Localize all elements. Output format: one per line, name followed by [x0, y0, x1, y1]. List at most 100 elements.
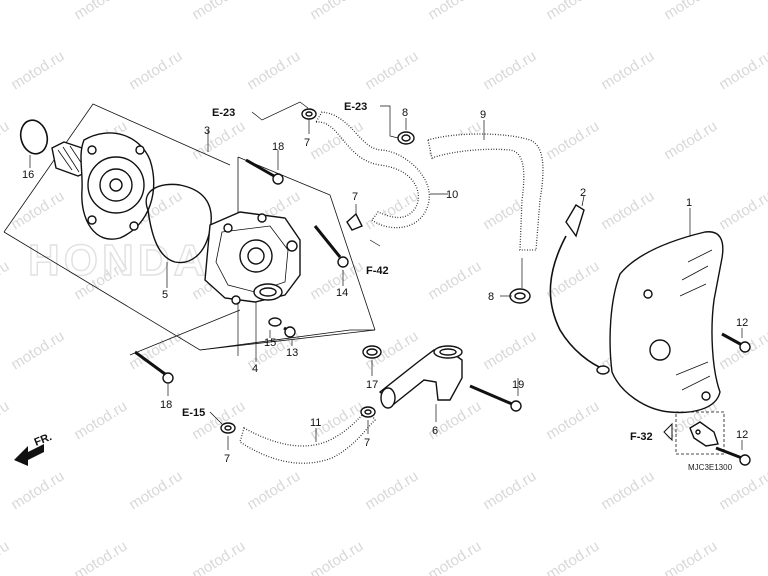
hose-clamp-part-7-right: [360, 406, 376, 418]
part-label-10: 10: [446, 189, 458, 201]
watermark-text: motod.ru: [189, 538, 248, 576]
bolt-part-18-lower: [134, 350, 174, 384]
o-ring-part-17: [362, 345, 382, 359]
hose-clamp-part-8-top: [397, 131, 415, 145]
watermark-text: motod.ru: [598, 188, 657, 234]
part-label-14: 14: [336, 287, 348, 299]
watermark-text: motod.ru: [71, 0, 130, 23]
ref-e23-right: E-23: [344, 101, 367, 113]
ref-f42: F-42: [366, 265, 389, 277]
part-label-7-left: 7: [224, 453, 230, 465]
brand-watermark: HONDA: [28, 236, 209, 285]
watermark-text: motod.ru: [244, 468, 303, 514]
leader-lines: [167, 101, 743, 450]
watermark-text: motod.ru: [189, 118, 248, 164]
bolt-part-14: [313, 225, 349, 268]
part-label-3: 3: [204, 125, 210, 137]
watermark-text: motod.ru: [362, 468, 421, 514]
watermark-text: motod.ru: [8, 328, 67, 374]
water-hose-part-11: [239, 409, 376, 464]
watermark-text: motod.ru: [189, 0, 248, 23]
watermark-text: motod.ru: [598, 468, 657, 514]
watermark-text: motod.ru: [543, 258, 602, 304]
part-label-7-top: 7: [304, 137, 310, 149]
water-pump-impeller: [51, 132, 155, 240]
hose-clamp-part-7-mid: [346, 212, 363, 231]
part-label-16: 16: [22, 169, 34, 181]
watermark-text: motod.ru: [543, 0, 602, 23]
bolt-part-12-upper: [721, 332, 751, 353]
watermark-text: motod.ru: [716, 468, 768, 514]
pump-cover: [204, 211, 301, 305]
diagram-code: MJC3E1300: [688, 463, 733, 472]
watermark-text: motod.ru: [8, 188, 67, 234]
hose-clamp-part-7-top: [301, 108, 317, 120]
pump-outer-cover-part-1: [609, 231, 724, 414]
watermark-text: motod.ru: [244, 48, 303, 94]
watermark-text: motod.ru: [0, 118, 12, 164]
part-label-6: 6: [432, 425, 438, 437]
watermark-text: motod.ru: [71, 398, 130, 444]
f32-inset: [663, 411, 725, 455]
watermark-text: motod.ru: [661, 118, 720, 164]
part-label-7-right: 7: [364, 437, 370, 449]
watermark-text: motod.ru: [8, 48, 67, 94]
part-label-1: 1: [686, 197, 692, 209]
watermark-text: motod.ru: [425, 258, 484, 304]
front-marker-label: FR.: [33, 431, 54, 449]
watermark-text: motod.ru: [126, 468, 185, 514]
watermark-text: motod.ru: [543, 118, 602, 164]
part-label-11: 11: [310, 417, 321, 429]
watermark-text: motod.ru: [8, 468, 67, 514]
watermark-text: motod.ru: [0, 0, 12, 23]
watermark-text: motod.ru: [0, 398, 12, 444]
part-label-18-upper: 18: [272, 141, 284, 153]
part-label-12-upper: 12: [736, 317, 748, 329]
watermark-text: motod.ru: [716, 48, 768, 94]
bolt-part-19: [469, 384, 522, 412]
part-label-12-lower: 12: [736, 429, 748, 441]
part-label-7-mid: 7: [352, 191, 358, 203]
watermark-text: motod.ru: [716, 188, 768, 234]
hose-connector-part-2: [549, 204, 610, 375]
part-label-4: 4: [252, 363, 258, 375]
part-label-18-lower: 18: [160, 399, 172, 411]
water-hose-part-9: [427, 133, 544, 251]
bolt-part-18-upper: [245, 158, 284, 185]
bolt-part-13: [283, 326, 296, 338]
watermark-text: motod.ru: [480, 48, 539, 94]
watermark-text: motod.ru: [126, 48, 185, 94]
part-label-5: 5: [162, 289, 168, 301]
part-label-13: 13: [286, 347, 298, 359]
watermark-text: motod.ru: [71, 538, 130, 576]
ref-e15: E-15: [182, 407, 205, 419]
watermark-text: motod.ru: [425, 0, 484, 23]
water-hose-part-10: [314, 111, 430, 229]
watermark-text: motod.ru: [598, 48, 657, 94]
part-label-17: 17: [366, 379, 378, 391]
part-label-8-top: 8: [402, 107, 408, 119]
watermark-text: motod.ru: [307, 538, 366, 576]
watermark-text: motod.ru: [661, 0, 720, 23]
part-label-19: 19: [512, 379, 524, 391]
watermark-text: motod.ru: [0, 538, 12, 576]
watermark-text: motod.ru: [480, 468, 539, 514]
watermark-text: motod.ru: [425, 538, 484, 576]
watermark-text: motod.ru: [543, 538, 602, 576]
watermark-text: motod.ru: [0, 258, 12, 304]
watermark-text: motod.ru: [480, 328, 539, 374]
ref-f32: F-32: [630, 431, 653, 443]
watermark-text: motod.ru: [307, 0, 366, 23]
water-pipe-part-6: [378, 345, 463, 409]
watermark-text: motod.ru: [661, 538, 720, 576]
front-direction-arrow: [14, 444, 44, 466]
washer-part-15: [268, 317, 282, 327]
hose-clamp-part-8-lower: [509, 288, 531, 304]
o-ring-part-16: [19, 119, 49, 155]
part-label-9: 9: [480, 109, 486, 121]
ref-e23-left: E-23: [212, 107, 235, 119]
part-label-2: 2: [580, 187, 586, 199]
part-label-8-lower: 8: [488, 291, 494, 303]
